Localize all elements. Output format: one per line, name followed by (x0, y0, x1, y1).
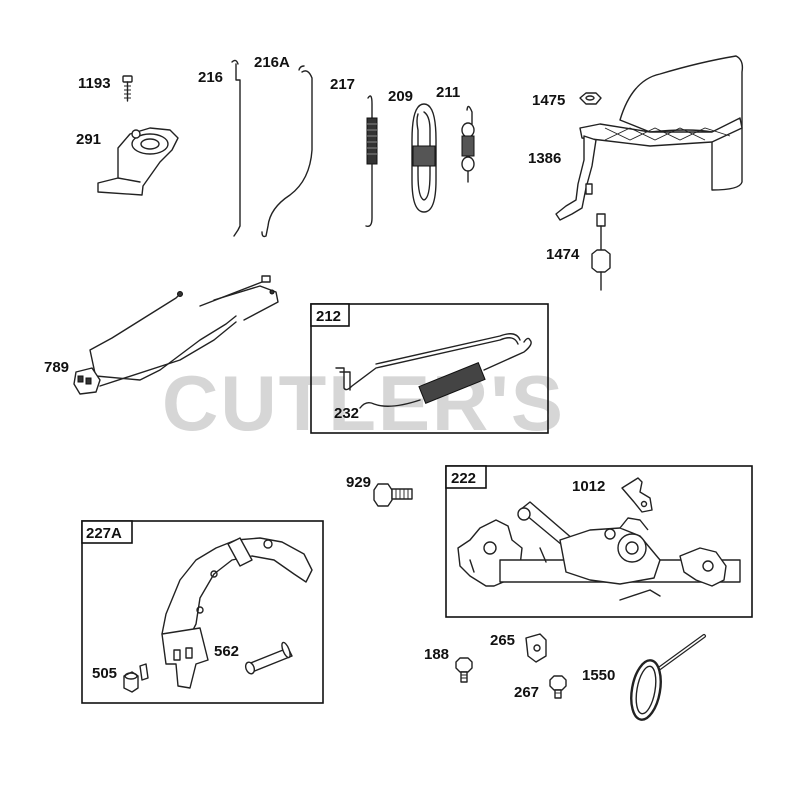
part-1474-stud[interactable] (591, 213, 611, 291)
part-789-harness[interactable] (73, 275, 279, 395)
label-188: 188 (424, 646, 449, 663)
part-291-bracket[interactable] (97, 127, 179, 196)
label-267: 267 (514, 684, 539, 701)
label-211: 211 (436, 84, 460, 101)
part-216-rod[interactable] (231, 59, 241, 237)
part-188-screw[interactable] (455, 657, 473, 683)
label-1386: 1386 (528, 150, 561, 167)
part-1386-panel[interactable] (555, 55, 744, 221)
part-209-spring[interactable] (411, 103, 437, 213)
part-1012-bracket[interactable] (621, 477, 653, 513)
label-216a: 216A (254, 54, 290, 71)
part-562-pin[interactable] (244, 641, 293, 675)
label-1550: 1550 (582, 667, 615, 684)
part-1550-cable[interactable] (627, 634, 706, 722)
part-227a-bracket-assembly[interactable] (161, 537, 313, 689)
label-929: 929 (346, 474, 371, 491)
assembly-222-box (445, 465, 753, 618)
label-232: 232 (334, 405, 359, 422)
part-212-rod-and-spring[interactable] (335, 333, 532, 409)
label-265: 265 (490, 632, 515, 649)
label-562: 562 (214, 643, 239, 660)
label-1193: 1193 (78, 75, 111, 92)
label-291: 291 (76, 131, 101, 148)
label-505: 505 (92, 665, 117, 682)
label-212: 212 (316, 308, 341, 325)
label-217: 217 (330, 76, 355, 93)
label-789: 789 (44, 359, 69, 376)
part-1475-nut[interactable] (579, 92, 602, 105)
part-265-clip[interactable] (525, 633, 547, 663)
label-216: 216 (198, 69, 223, 86)
part-1193-screw[interactable] (122, 75, 133, 102)
label-1475: 1475 (532, 92, 565, 109)
label-222: 222 (451, 470, 476, 487)
part-222-governor-assembly[interactable] (457, 501, 741, 601)
part-267-screw[interactable] (549, 675, 567, 699)
part-211-spring[interactable] (461, 105, 475, 183)
assembly-227a-box (81, 520, 324, 704)
label-209: 209 (388, 88, 413, 105)
part-216a-rod[interactable] (261, 65, 313, 238)
assembly-212-box (310, 303, 549, 434)
label-227a: 227A (86, 525, 122, 542)
label-1474: 1474 (546, 246, 580, 263)
part-505-bushing[interactable] (123, 663, 149, 693)
part-929-bolt[interactable] (373, 483, 413, 507)
part-217-spring[interactable] (365, 95, 378, 228)
label-1012: 1012 (572, 478, 605, 495)
